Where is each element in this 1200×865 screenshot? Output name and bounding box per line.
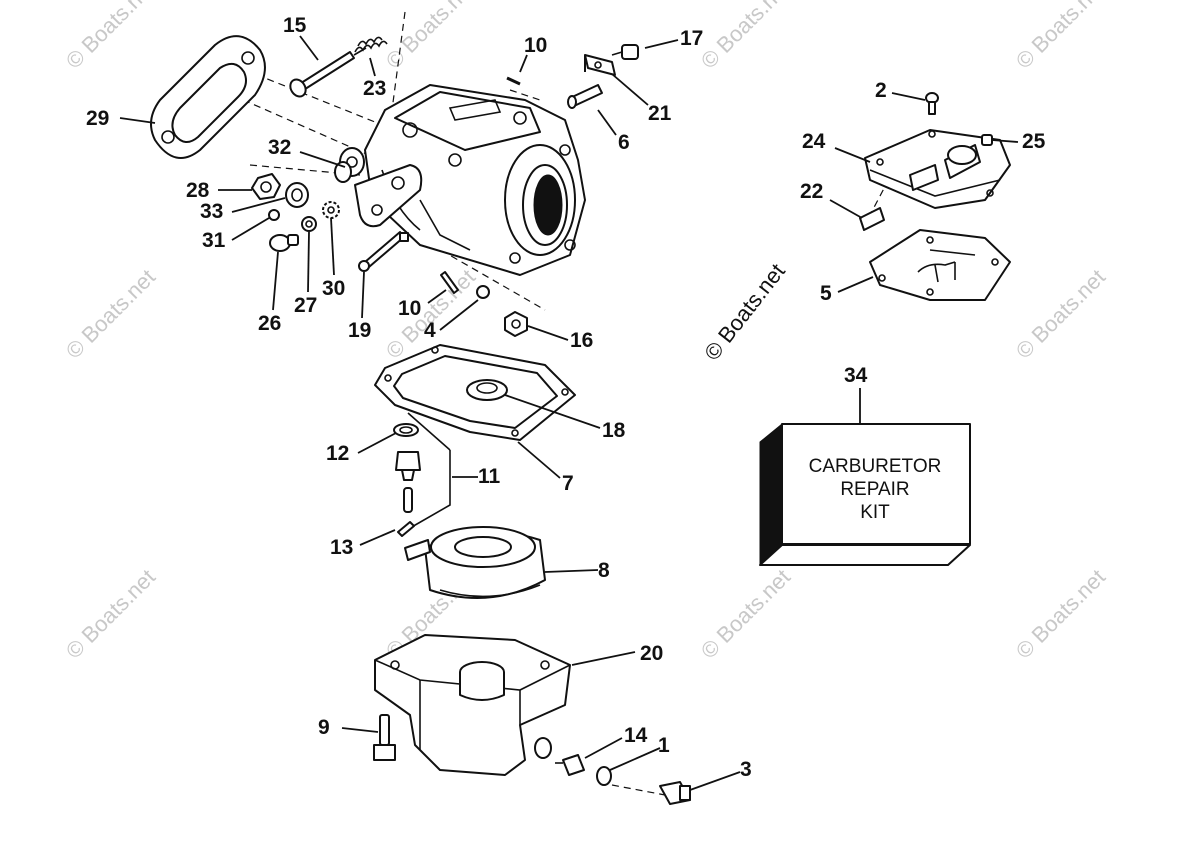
part-18-inlet-seat <box>466 379 508 401</box>
part-33-bushing <box>285 182 309 208</box>
callout-11: 11 <box>478 465 501 488</box>
callout-16: 16 <box>570 329 593 352</box>
part-26-screw <box>269 234 299 252</box>
part-25-fitting <box>981 134 993 146</box>
part-9-screw <box>373 714 396 761</box>
leader-lines <box>119 35 1019 791</box>
kit-label-line3: KIT <box>860 502 890 523</box>
callout-33: 33 <box>200 200 223 223</box>
callout-29: 29 <box>86 107 109 130</box>
part-5-pump-diaphragm <box>869 229 1011 301</box>
watermark: © Boats.net <box>381 0 480 74</box>
callout-14: 14 <box>624 724 648 747</box>
callout-4: 4 <box>424 319 436 342</box>
callout-22: 22 <box>800 180 823 203</box>
watermark: © Boats.net <box>1011 264 1110 363</box>
callout-7: 7 <box>562 472 574 495</box>
callout-28: 28 <box>186 179 210 202</box>
part-2-screw <box>925 92 939 115</box>
part-17-screw <box>611 44 639 60</box>
part-16-nut <box>504 311 528 337</box>
part-4-check-ball <box>476 285 490 299</box>
callout-26: 26 <box>258 312 281 335</box>
part-28-nut <box>251 173 281 200</box>
part-34-carburetor-repair-kit: CARBURETOR REPAIR KIT <box>759 422 971 567</box>
part-27-lockwasher <box>301 216 317 232</box>
part-11-float-pin <box>407 412 451 529</box>
callout-9: 9 <box>318 716 330 739</box>
kit-label-line1: CARBURETOR <box>809 456 942 477</box>
part-10-roll-pin-top <box>506 76 521 86</box>
kit-label-line2: REPAIR <box>840 479 909 500</box>
part-10-roll-pin-lower <box>440 271 459 294</box>
callout-8: 8 <box>598 559 610 582</box>
part-8-float <box>404 526 546 599</box>
callout-31: 31 <box>202 229 226 252</box>
part-13-clip <box>397 521 415 537</box>
part-32-fitting <box>334 161 352 183</box>
callout-30: 30 <box>322 277 345 300</box>
callout-32: 32 <box>268 136 291 159</box>
carburetor-body <box>339 84 586 276</box>
watermark: © Boats.net <box>1011 564 1110 663</box>
callout-20: 20 <box>640 642 663 665</box>
callout-1: 1 <box>658 734 670 757</box>
watermark: © Boats.net <box>696 564 795 663</box>
part-6-pin <box>567 84 603 109</box>
callout-34: 34 <box>844 364 868 387</box>
callout-25: 25 <box>1022 130 1046 153</box>
part-20-float-bowl <box>374 634 571 776</box>
callout-6: 6 <box>618 131 630 154</box>
watermark: © Boats.net <box>1011 0 1110 74</box>
watermark: © Boats.net <box>61 564 160 663</box>
callout-27: 27 <box>294 294 317 317</box>
callout-3: 3 <box>740 758 752 781</box>
callout-5: 5 <box>820 282 832 305</box>
part-19-screw <box>358 231 409 272</box>
watermark: © Boats.net <box>61 264 160 363</box>
part-14-main-jet <box>555 754 585 776</box>
callout-13: 13 <box>330 536 353 559</box>
part-31-washer <box>268 209 280 221</box>
callout-labels: 1 2 3 4 5 6 7 8 9 10 10 11 12 13 14 15 1… <box>86 14 1046 781</box>
part-3-plug <box>659 781 691 805</box>
callout-10: 10 <box>398 297 421 320</box>
callout-10: 10 <box>524 34 547 57</box>
part-24-fuel-pump-cover <box>864 129 1011 209</box>
callout-18: 18 <box>602 419 626 442</box>
part-21-link-bracket <box>584 54 616 76</box>
callout-2: 2 <box>875 79 887 102</box>
part-22-fitting <box>859 207 885 231</box>
callout-24: 24 <box>802 130 826 153</box>
part-29-mounting-gasket <box>150 35 266 159</box>
callout-17: 17 <box>680 27 703 50</box>
part-23-screw-spring <box>354 36 388 53</box>
part-1-gasket <box>596 766 612 786</box>
callout-15: 15 <box>283 14 307 37</box>
callout-19: 19 <box>348 319 371 342</box>
part-inlet-needle-valve <box>395 451 421 513</box>
watermark: © Boats.net <box>696 0 795 74</box>
watermark: © Boats.net <box>61 0 160 74</box>
callout-21: 21 <box>648 102 672 125</box>
callout-12: 12 <box>326 442 349 465</box>
part-30-star-washer <box>322 201 340 219</box>
part-15-idle-mixture-screw <box>289 47 367 98</box>
callout-23: 23 <box>363 77 386 100</box>
watermark-center: © Boats.net <box>699 259 790 365</box>
part-12-gasket <box>393 423 419 437</box>
